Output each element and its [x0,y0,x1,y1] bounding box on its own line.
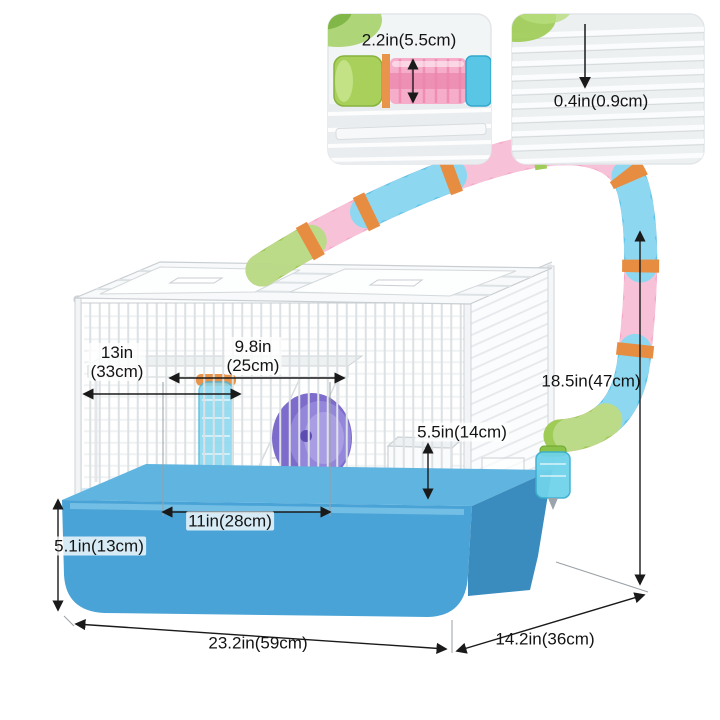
inset-tube-closeup [327,13,492,165]
inset-shelf [335,122,487,140]
water-bottle [535,445,571,510]
inset-wire-closeup [511,13,705,165]
dim-label-inner-width: 11in(28cm) [186,511,274,531]
dim-label-overall-depth: 14.2in(36cm) [495,629,595,649]
roof-handle-left [168,277,224,284]
wire-bars [512,26,704,164]
overall-width-line [74,619,448,654]
dim-label-bar-spacing: 0.4in(0.9cm) [553,91,649,111]
roof-handle-right [368,279,424,287]
dim-label-accessory-height: 5.5in(14cm) [415,422,509,442]
plant-blur [512,14,556,42]
overall-depth-line [455,592,646,654]
dim-label-platform-width: 9.8in (25cm) [224,336,282,376]
dim-label-base-height: 5.1in(13cm) [52,536,146,556]
dim-label-cage-height: 18.5in(47cm) [541,371,641,391]
dim-label-shelf-width: 13in (33cm) [88,342,146,382]
extension-lines [63,382,649,653]
cage-roof [74,261,553,305]
dim-label-overall-width: 23.2in(59cm) [208,633,308,653]
dim-label-tube-diameter: 2.2in(5.5cm) [361,30,457,50]
